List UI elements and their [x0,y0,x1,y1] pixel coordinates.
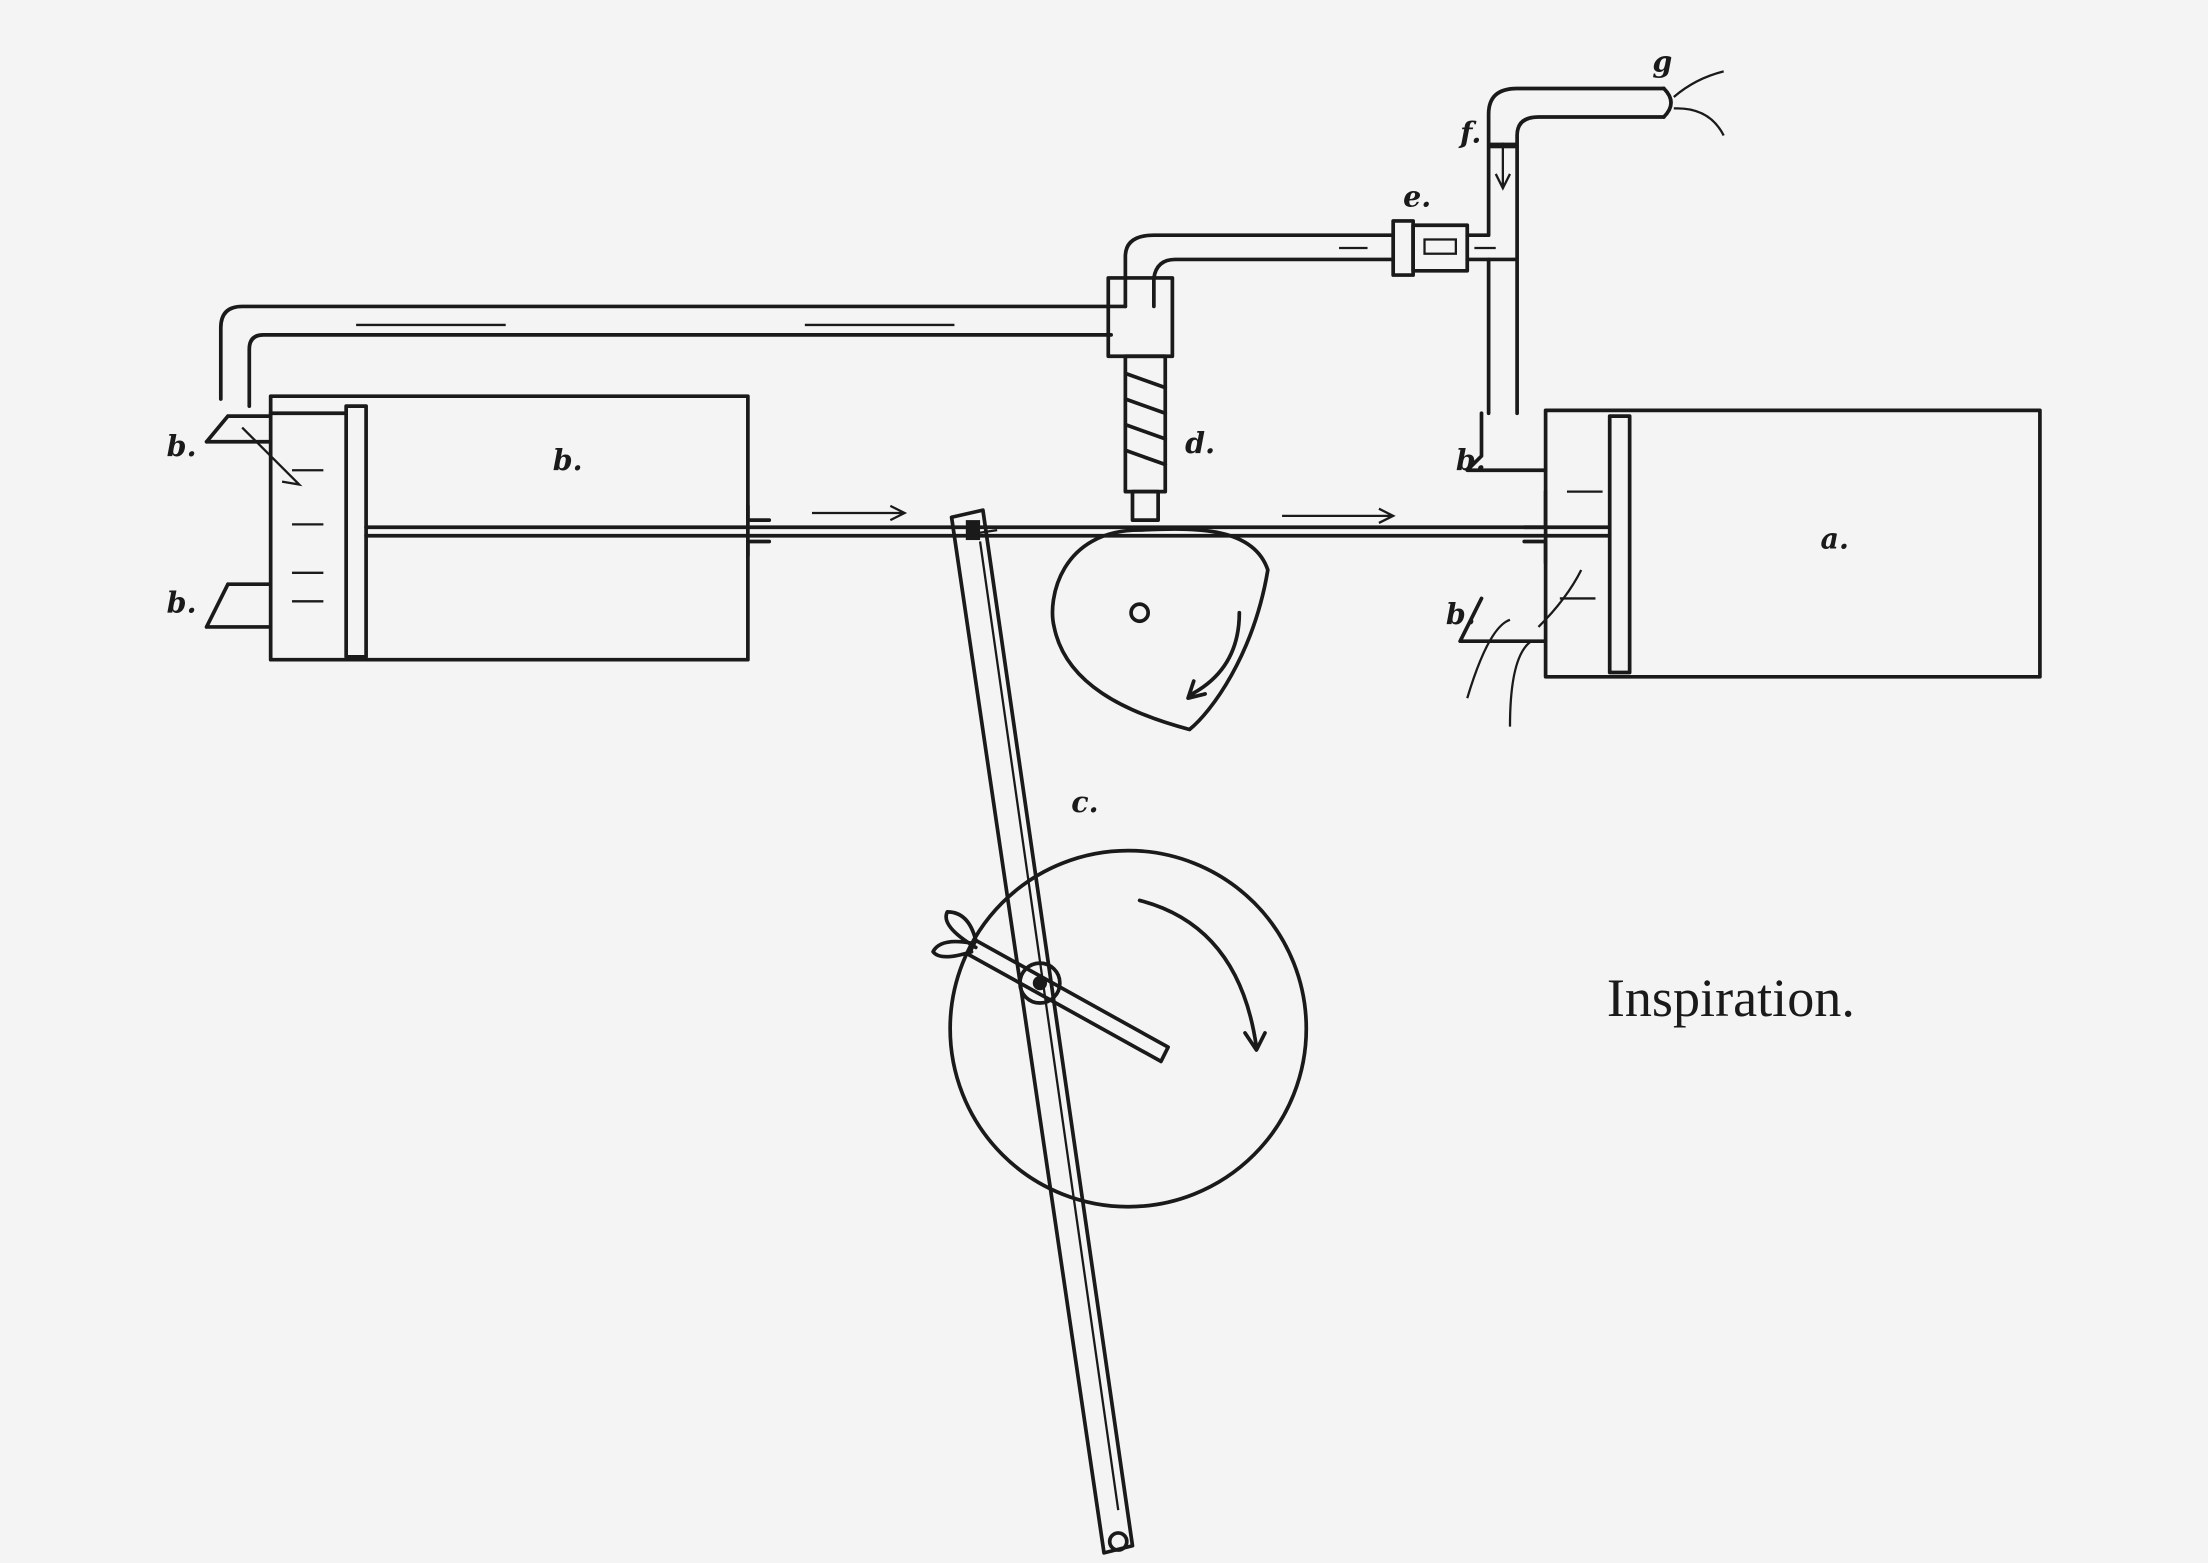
lever-arm [931,508,1170,1555]
label-b-left-bottom: b. [167,586,197,620]
label-a: a. [1821,522,1849,556]
label-g: g [1652,44,1672,78]
label-b-body: b. [553,443,583,477]
left-cylinder [204,394,772,662]
label-c: c. [1071,785,1098,819]
label-d: d. [1185,426,1215,460]
label-b-right-bottom: b. [1446,597,1476,631]
label-f: f. [1458,116,1481,150]
diagram-title: Inspiration. [1607,968,1855,1028]
right-cylinder [1458,408,2042,727]
label-b-left-top: b. [167,429,197,463]
label-b-right-top: b. [1456,443,1486,477]
air-pipe [218,70,1725,416]
cam [1050,527,1270,732]
spring-valve-d [1106,276,1175,522]
label-e: e. [1403,180,1431,214]
disk-c [948,848,1309,1209]
